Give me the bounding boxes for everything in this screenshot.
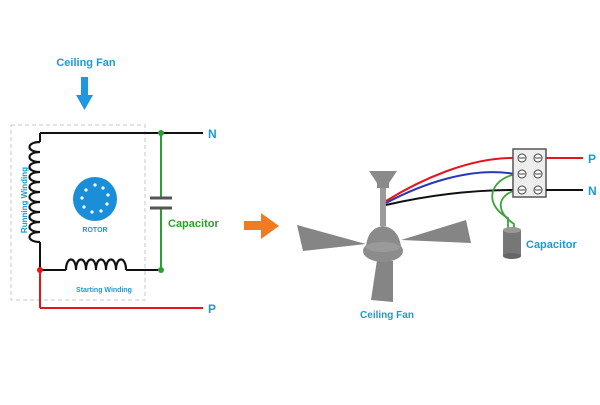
fan-red-wire (385, 156, 516, 202)
schematic: Ceiling Fan N Running Winding ROTOR (10, 57, 219, 316)
neutral-label: N (208, 127, 217, 141)
rotor-label: ROTOR (82, 227, 107, 234)
fan-blade-bottom (371, 260, 393, 302)
running-winding-coil (28, 140, 41, 244)
starting-winding-label: Starting Winding (76, 287, 132, 294)
wiring-neutral-label: N (588, 184, 597, 198)
fan-downrod (380, 188, 386, 226)
right-arrow-icon (244, 213, 279, 239)
ceiling-fan (297, 171, 471, 302)
capacitor-label: Capacitor (168, 218, 219, 230)
fan-canopy (369, 171, 397, 183)
fan-blade-left (297, 225, 366, 251)
fan-blue-wire (385, 171, 516, 204)
rotor: ROTOR (73, 177, 117, 234)
schematic-title: Ceiling Fan (56, 57, 116, 69)
wiring-phase-label: P (588, 152, 596, 166)
wiring-capacitor-label: Capacitor (526, 239, 577, 251)
terminal-block (512, 148, 547, 198)
down-arrow-icon (76, 77, 93, 110)
running-winding-label: Running Winding (20, 167, 29, 233)
motor-boundary (10, 124, 146, 301)
starting-winding-coil (64, 258, 128, 271)
phase-label: P (208, 302, 216, 316)
capacitor-branch (150, 130, 172, 273)
fan-label: Ceiling Fan (360, 310, 414, 321)
fan-black-wire (385, 189, 516, 206)
capacitor-green-wire-2 (499, 189, 517, 230)
capacitor-can (503, 227, 521, 259)
wiring-illustration: Ceiling Fan P N (297, 148, 597, 321)
fan-blade-right (401, 220, 471, 243)
